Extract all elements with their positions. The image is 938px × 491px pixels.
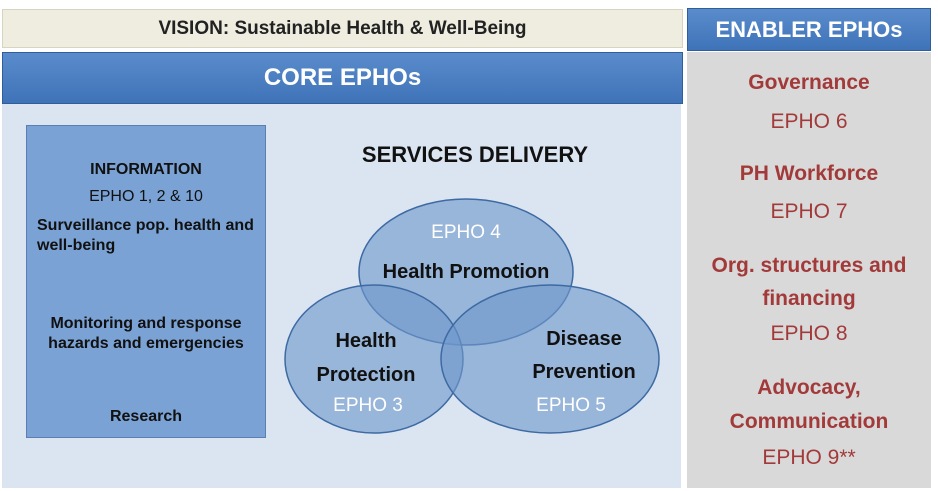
enabler-advocacy-line1: Advocacy, <box>757 376 861 399</box>
enabler-governance: Governance <box>748 71 870 94</box>
disease-prevention-label-2: Prevention <box>532 361 635 383</box>
health-protection-label-2: Protection <box>317 364 416 386</box>
information-item-monitoring: Monitoring and response hazards and emer… <box>48 315 244 352</box>
vision-banner: VISION: Sustainable Health & Well-Being <box>2 9 683 48</box>
enabler-ph-workforce: PH Workforce <box>739 162 879 185</box>
enabler-advocacy-epho: EPHO 9** <box>762 446 856 469</box>
health-protection-label-1: Health <box>335 330 396 352</box>
core-ephos-header: CORE EPHOs <box>2 52 683 104</box>
enabler-org-structures-epho: EPHO 8 <box>770 322 848 345</box>
health-promotion-label: Health Promotion <box>383 261 550 283</box>
enabler-governance-epho: EPHO 6 <box>770 110 848 133</box>
enabler-ephos-panel <box>687 52 931 488</box>
enabler-org-structures-line1: Org. structures and <box>711 254 907 277</box>
enabler-ephos-header: ENABLER EPHOs <box>687 8 931 51</box>
information-box: INFORMATION EPHO 1, 2 & 10 Surveillance … <box>26 125 266 438</box>
epho3-label: EPHO 3 <box>333 395 403 416</box>
information-item-surveillance: Surveillance pop. health and well-being <box>37 217 254 254</box>
information-epho: EPHO 1, 2 & 10 <box>89 188 203 205</box>
services-delivery-title: SERVICES DELIVERY <box>361 142 589 167</box>
information-item-research: Research <box>109 408 183 425</box>
disease-prevention-circle <box>440 284 660 434</box>
epho5-label: EPHO 5 <box>536 395 606 416</box>
information-title: INFORMATION <box>90 161 202 178</box>
disease-prevention-label-1: Disease <box>546 328 622 350</box>
enabler-ph-workforce-epho: EPHO 7 <box>770 200 848 223</box>
enabler-advocacy-line2: Communication <box>729 410 889 433</box>
enabler-org-structures-line2: financing <box>762 287 856 310</box>
epho4-label: EPHO 4 <box>431 222 501 243</box>
